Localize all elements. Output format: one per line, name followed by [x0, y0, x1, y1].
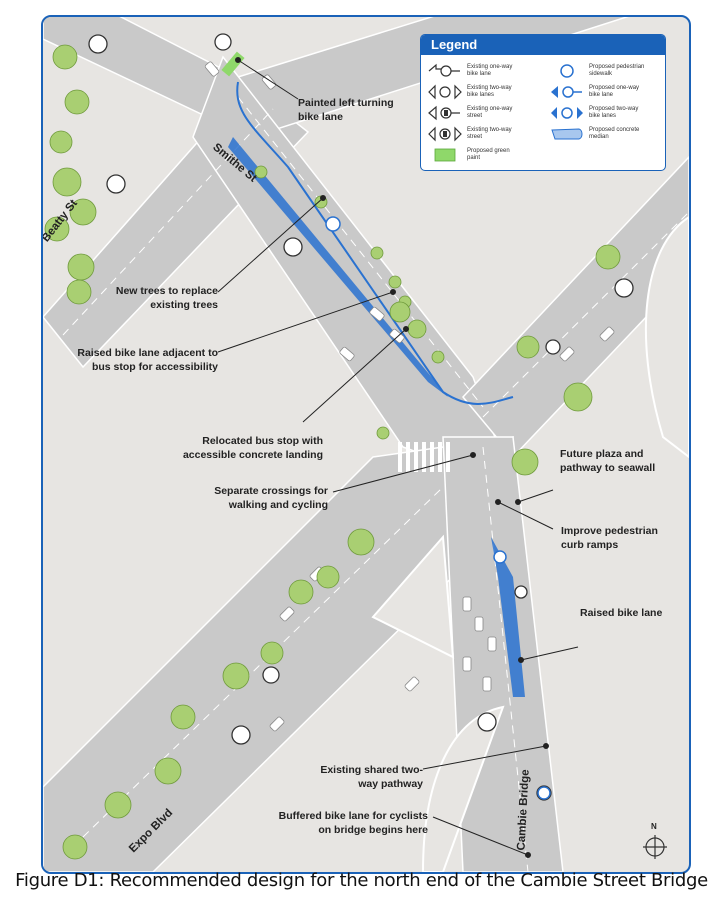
legend-label: Proposed concrete median	[589, 127, 640, 140]
proposed-one-way-bike-lane-icon	[551, 86, 582, 98]
legend-item-proposed-two-way-bike-lanes: Proposed two-way bike lanes	[549, 104, 661, 122]
callout-future-plaza: Future plaza and pathway to seawall	[560, 448, 656, 474]
legend-item-proposed-concrete-median: Proposed concrete median	[549, 125, 661, 143]
legend-item-existing-one-way-street: Existing one-way street	[427, 104, 539, 122]
legend-label: Existing two-way street	[467, 127, 512, 140]
callout-separate-crossings: Separate crossings for walking and cycli…	[214, 485, 328, 511]
callout-raised-bike-lane: Raised bike lane	[580, 607, 663, 619]
callout-buffered-bike: Buffered bike lane for cyclists on bridg…	[278, 810, 428, 836]
callout-leaders	[217, 57, 579, 858]
existing-one-way-street-icon	[428, 105, 460, 121]
callout-new-trees: New trees to replace existing trees	[115, 285, 218, 311]
proposed-bike-symbols	[325, 216, 551, 800]
north-label: N	[651, 822, 657, 831]
cambie-bike-lane	[491, 537, 525, 697]
callout-painted-left-turn: Painted left turning bike lane	[298, 97, 394, 123]
trees	[44, 44, 621, 860]
legend-item-proposed-pedestrian-sidewalk: Proposed pedestrian sidewalk	[549, 62, 661, 80]
legend-item-proposed-one-way-bike-lane: Proposed one-way bike lane	[549, 83, 661, 101]
legend-label: Proposed pedestrian sidewalk	[589, 64, 645, 77]
callout-raised-bike-bus: Raised bike lane adjacent to bus stop fo…	[77, 347, 218, 373]
legend-item-existing-two-way-bike-lanes: Existing two-way bike lanes	[427, 83, 539, 101]
north-arrow-icon	[643, 835, 667, 859]
legend-label: Existing two-way bike lanes	[467, 85, 512, 98]
legend-label: Existing one-way bike lane	[467, 64, 513, 77]
road-symbols	[88, 33, 634, 801]
existing-two-way-street-icon	[428, 126, 462, 142]
triangle-island	[371, 534, 455, 659]
callout-shared-pathway: Existing shared two- way pathway	[320, 764, 423, 790]
callout-improve-curb: Improve pedestrian curb ramps	[561, 525, 658, 551]
legend-label: Proposed one-way bike lane	[589, 85, 640, 98]
ramp-curve	[644, 215, 689, 459]
proposed-green-paint-icon	[434, 148, 456, 162]
existing-two-way-bike-lanes-icon	[428, 84, 462, 100]
proposed-concrete-median-icon	[551, 128, 583, 140]
smithe-bike-lane-outline	[236, 81, 514, 405]
legend-item-existing-two-way-street: Existing two-way street	[427, 125, 539, 143]
callout-relocated-bus-stop: Relocated bus stop with accessible concr…	[182, 435, 323, 461]
legend-title: Legend	[421, 35, 665, 55]
proposed-two-way-bike-lanes-icon	[551, 107, 583, 119]
legend-item-proposed-green-paint: Proposed green paint	[427, 146, 539, 164]
proposed-pedestrian-sidewalk-icon	[560, 64, 574, 78]
south-block	[421, 705, 505, 872]
map-canvas	[43, 17, 689, 872]
legend-label: Existing one-way street	[467, 106, 513, 119]
map-frame: Beatty St Smithe St Expo Blvd Cambie Bri…	[41, 15, 691, 874]
figure-caption: Figure D1: Recommended design for the no…	[15, 870, 708, 891]
legend-item-existing-one-way-bike-lane: Existing one-way bike lane	[427, 62, 539, 80]
legend: Legend Existing one-way bike lane Propos…	[420, 34, 666, 171]
existing-one-way-bike-lane-icon	[428, 63, 460, 77]
legend-label: Proposed two-way bike lanes	[589, 106, 639, 119]
legend-label: Proposed green paint	[467, 148, 510, 161]
crosswalk	[398, 442, 450, 472]
